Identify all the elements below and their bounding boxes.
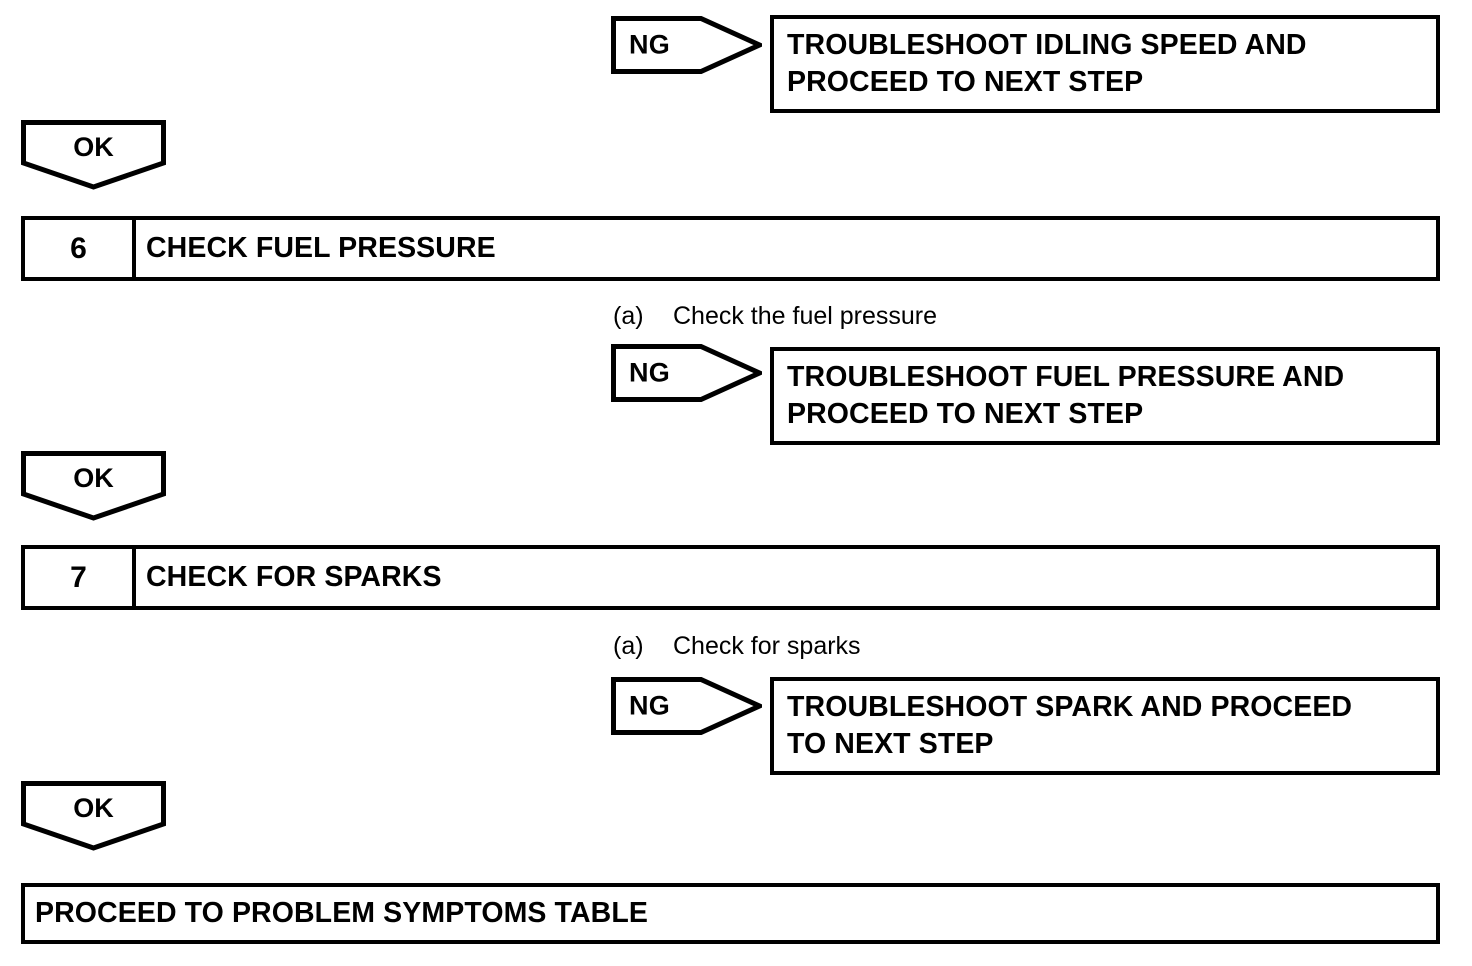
ok-arrow-down-icon	[21, 451, 166, 521]
terminal-box-problem-symptoms: PROCEED TO PROBLEM SYMPTOMS TABLE	[21, 883, 1440, 944]
ok-arrow-down-icon	[21, 781, 166, 851]
substep-6a-marker: (a)	[613, 302, 644, 330]
substep-6a-text: Check the fuel pressure	[673, 302, 938, 330]
result-line-1: TROUBLESHOOT IDLING SPEED AND	[787, 29, 1307, 61]
result-line-2: PROCEED TO NEXT STEP	[787, 398, 1144, 430]
result-box-idling: TROUBLESHOOT IDLING SPEED AND PROCEED TO…	[770, 15, 1440, 113]
result-line-2: PROCEED TO NEXT STEP	[787, 66, 1144, 98]
ok-arrow-down-icon	[21, 120, 166, 190]
step-title-6: CHECK FUEL PRESSURE	[146, 232, 496, 265]
substep-7a-marker: (a)	[613, 632, 644, 660]
result-line-2: TO NEXT STEP	[787, 728, 994, 760]
ok-arrow-3: OK	[21, 781, 166, 851]
ng-arrow-spark: NG	[611, 677, 762, 735]
step-number-7: 7	[25, 549, 136, 606]
ok-arrow-1: OK	[21, 120, 166, 190]
ng-arrow-fuel: NG	[611, 344, 762, 402]
ok-arrow-label: OK	[73, 463, 114, 493]
ok-arrow-2: OK	[21, 451, 166, 521]
substep-7a: (a) Check for sparks	[613, 634, 861, 659]
step-row-7: 7 CHECK FOR SPARKS	[21, 545, 1440, 610]
ng-arrow-right-icon	[611, 344, 762, 402]
ok-arrow-label: OK	[73, 793, 114, 823]
result-box-spark: TROUBLESHOOT SPARK AND PROCEED TO NEXT S…	[770, 677, 1440, 775]
terminal-label: PROCEED TO PROBLEM SYMPTOMS TABLE	[35, 897, 648, 930]
substep-7a-text: Check for sparks	[673, 632, 861, 660]
ng-arrow-label: NG	[629, 357, 670, 388]
step-title-7: CHECK FOR SPARKS	[146, 561, 442, 594]
ok-arrow-label: OK	[73, 132, 114, 162]
ng-arrow-label: NG	[629, 29, 670, 60]
ng-arrow-idling: NG	[611, 16, 762, 74]
result-box-fuel: TROUBLESHOOT FUEL PRESSURE AND PROCEED T…	[770, 347, 1440, 445]
step-row-6: 6 CHECK FUEL PRESSURE	[21, 216, 1440, 281]
ng-arrow-right-icon	[611, 16, 762, 74]
substep-6a: (a) Check the fuel pressure	[613, 304, 937, 329]
ng-arrow-label: NG	[629, 690, 670, 721]
result-line-1: TROUBLESHOOT SPARK AND PROCEED	[787, 691, 1353, 723]
result-line-1: TROUBLESHOOT FUEL PRESSURE AND	[787, 361, 1345, 393]
step-number-6: 6	[25, 220, 136, 277]
ng-arrow-right-icon	[611, 677, 762, 735]
